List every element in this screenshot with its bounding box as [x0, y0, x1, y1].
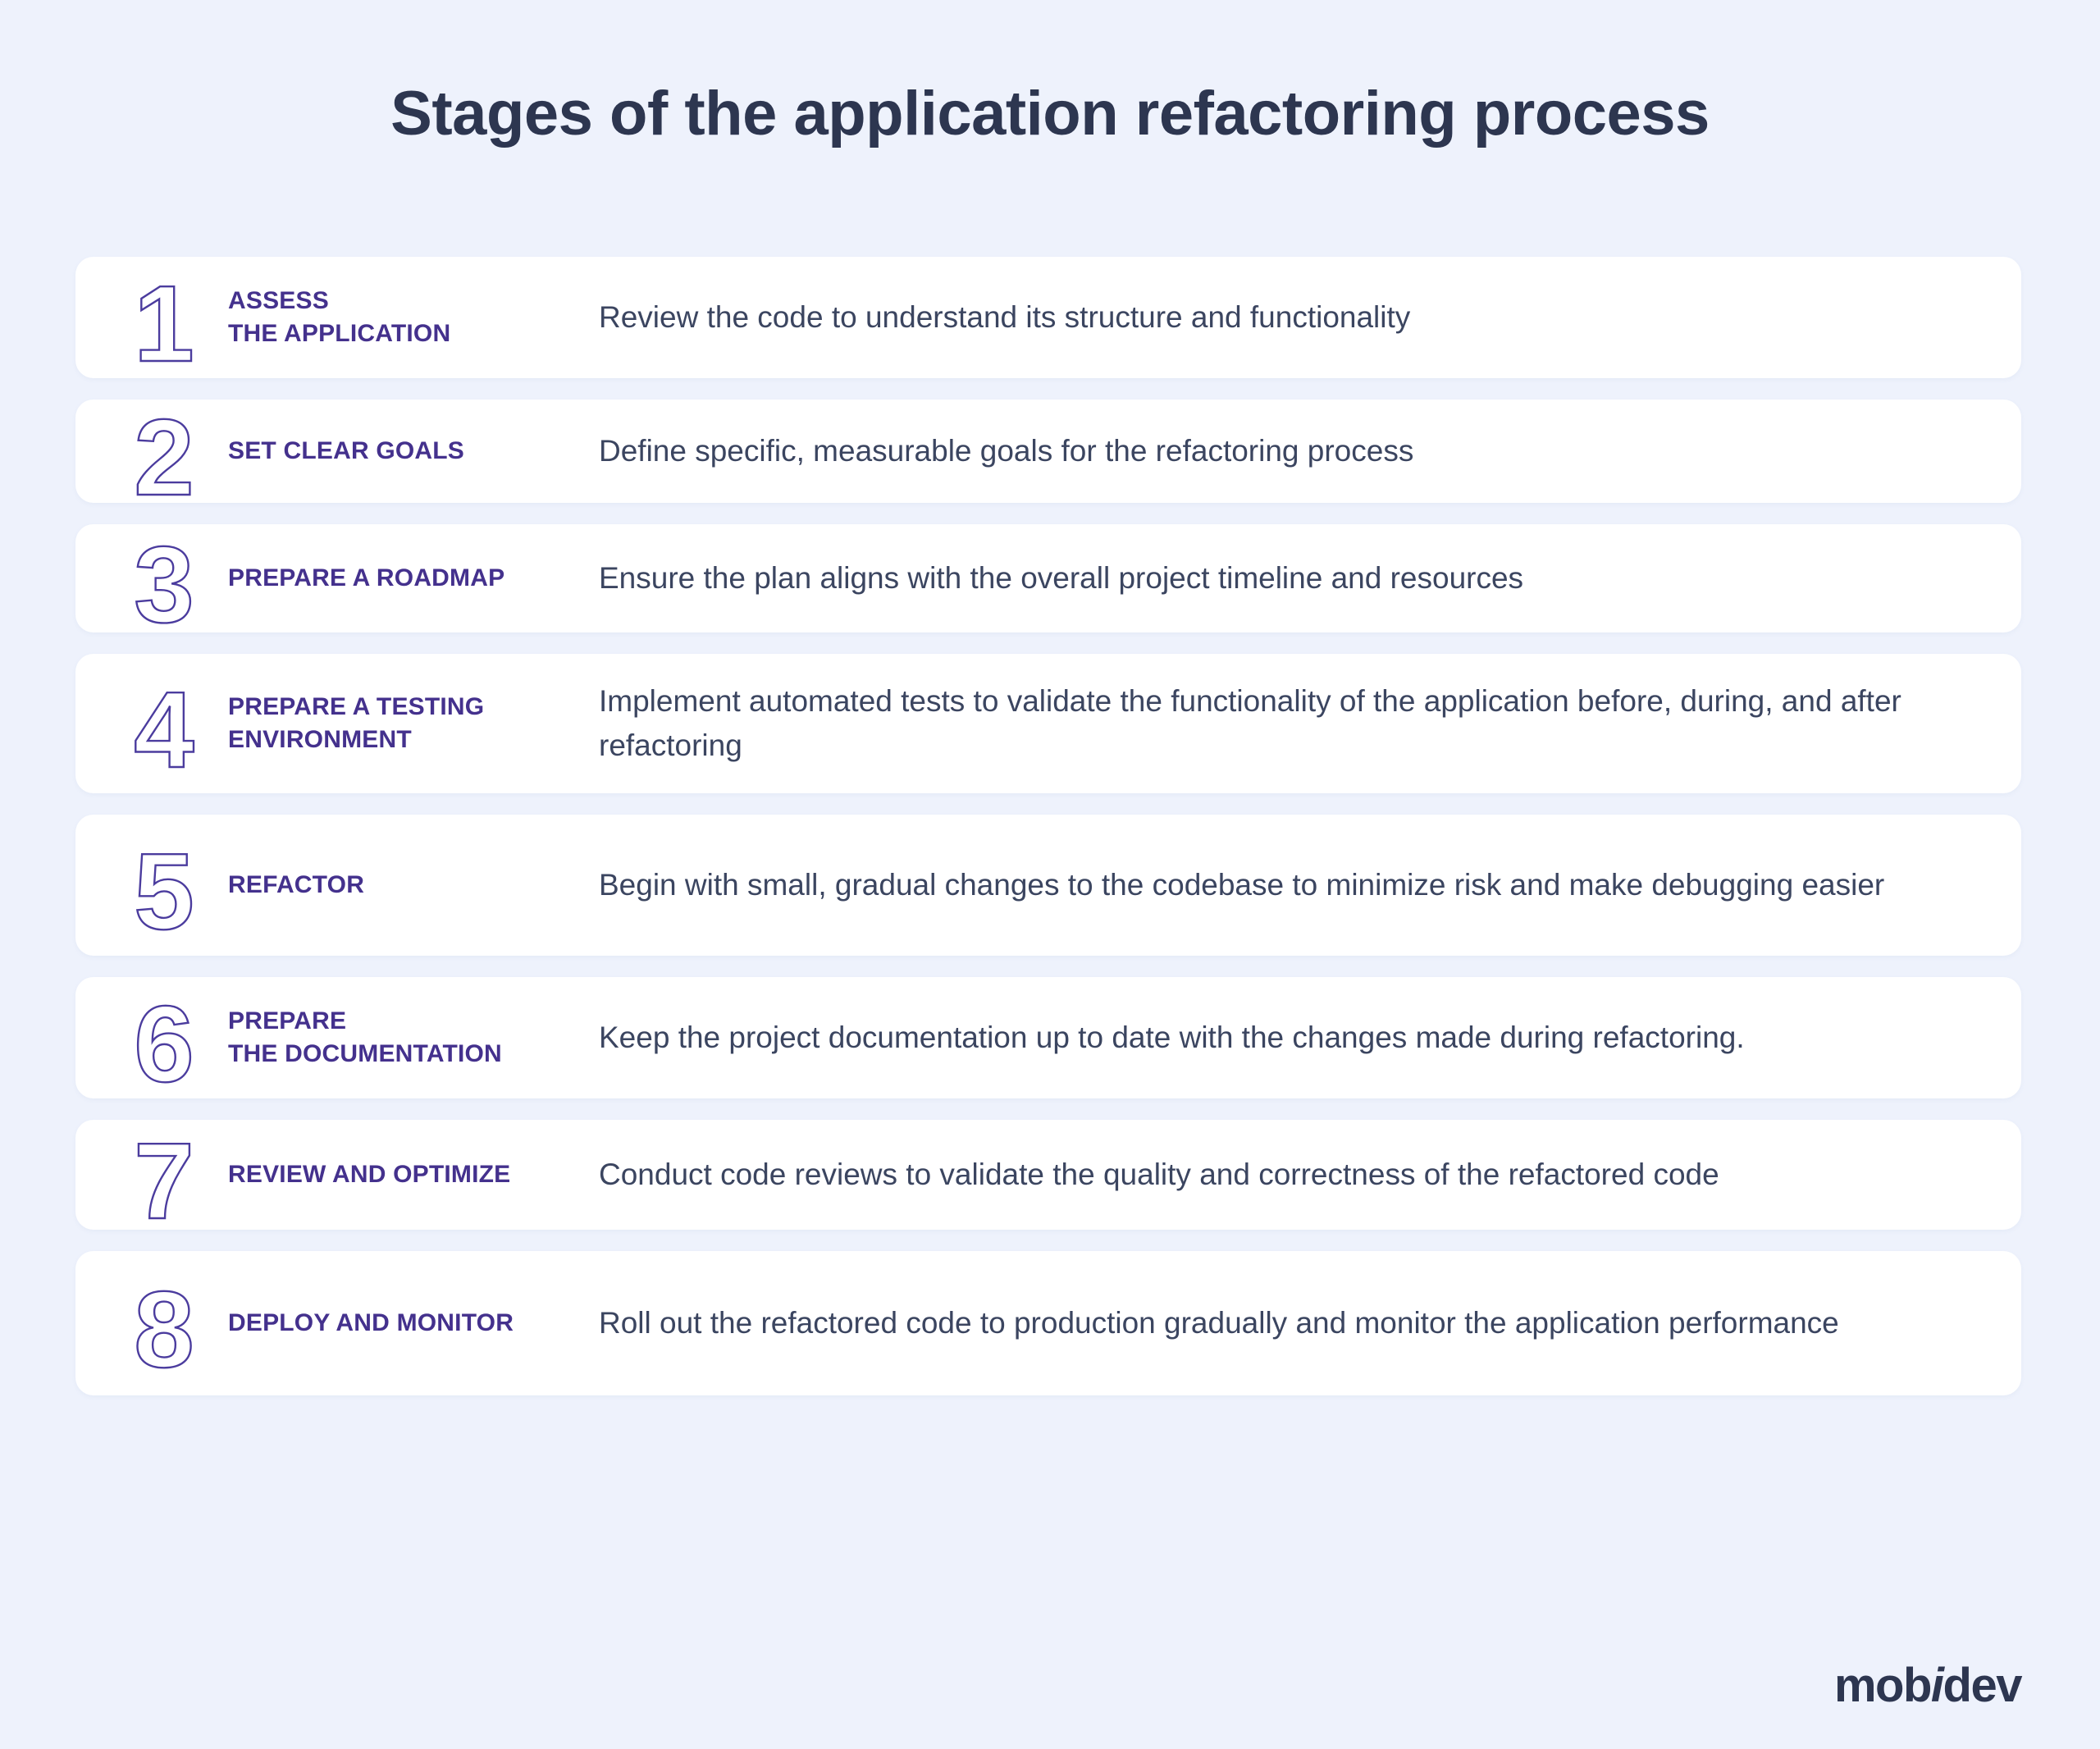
step-description-8: Roll out the refactored code to producti… — [599, 1305, 1839, 1340]
logo-part-1: mob — [1833, 1659, 1932, 1712]
step-card-4: 4 PREPARE A TESTING ENVIRONMENT Implemen… — [75, 654, 2021, 793]
mobidev-logo: mobidev — [1833, 1659, 2023, 1712]
step-label-1: ASSESS THE APPLICATION — [213, 285, 599, 350]
step-description-7: Conduct code reviews to validate the qua… — [599, 1157, 1719, 1191]
step-card-8: 8 DEPLOY AND MONITOR Roll out the refact… — [75, 1251, 2021, 1395]
step-number-6: 6 — [115, 983, 213, 1105]
step-number-glyph: 2 — [134, 397, 194, 518]
step-label-8: DEPLOY AND MONITOR — [213, 1307, 599, 1340]
step-number-glyph: 1 — [134, 263, 194, 384]
step-description-1: Review the code to understand its struct… — [599, 299, 1411, 334]
step-card-1: 1 ASSESS THE APPLICATION Review the code… — [75, 257, 2021, 385]
step-description-2: Define specific, measurable goals for th… — [599, 433, 1414, 468]
step-label-line-2: THE DOCUMENTATION — [228, 1040, 502, 1067]
step-label-line-1: PREPARE — [228, 1007, 347, 1035]
step-description-4: Implement automated tests to validate th… — [599, 683, 1901, 762]
page-title: Stages of the application refactoring pr… — [390, 79, 1710, 148]
step-card-6: 6 PREPARE THE DOCUMENTATION Keep the pro… — [75, 977, 2021, 1105]
step-label-5: REFACTOR — [213, 869, 599, 902]
step-description-3: Ensure the plan aligns with the overall … — [599, 560, 1524, 595]
step-label-line-1: REVIEW AND OPTIMIZE — [228, 1161, 511, 1189]
step-label-3: PREPARE A ROADMAP — [213, 562, 599, 595]
step-number-glyph: 7 — [134, 1121, 194, 1241]
logo-part-2: dev — [1942, 1659, 2023, 1712]
step-number-glyph: 4 — [134, 669, 194, 790]
step-label-2: SET CLEAR GOALS — [213, 435, 599, 468]
step-card-2: 2 SET CLEAR GOALS Define specific, measu… — [75, 396, 2021, 518]
step-card-7: 7 REVIEW AND OPTIMIZE Conduct code revie… — [75, 1120, 2021, 1242]
step-label-line-1: ASSESS — [228, 287, 329, 315]
step-number-5: 5 — [115, 830, 213, 952]
step-number-8: 8 — [115, 1268, 213, 1391]
step-number-3: 3 — [115, 523, 213, 646]
step-label-line-2: ENVIRONMENT — [228, 726, 412, 753]
step-number-glyph: 5 — [134, 831, 194, 952]
step-card-5: 5 REFACTOR Begin with small, gradual cha… — [75, 815, 2021, 956]
step-number-7: 7 — [115, 1120, 213, 1242]
step-number-2: 2 — [115, 396, 213, 518]
step-label-line-1: DEPLOY AND MONITOR — [228, 1309, 514, 1337]
step-number-4: 4 — [115, 669, 213, 791]
step-label-line-1: PREPARE A TESTING — [228, 693, 485, 721]
step-label-line-1: PREPARE A ROADMAP — [228, 564, 505, 592]
step-label-line-1: REFACTOR — [228, 871, 365, 899]
step-label-6: PREPARE THE DOCUMENTATION — [213, 1005, 599, 1071]
step-number-glyph: 8 — [134, 1269, 194, 1390]
step-card-3: 3 PREPARE A ROADMAP Ensure the plan alig… — [75, 523, 2021, 646]
step-label-line-1: SET CLEAR GOALS — [228, 437, 465, 465]
step-description-6: Keep the project documentation up to dat… — [599, 1020, 1745, 1054]
step-number-glyph: 6 — [134, 984, 194, 1104]
step-number-1: 1 — [115, 263, 213, 385]
steps-list: 1 ASSESS THE APPLICATION Review the code… — [75, 257, 2021, 1417]
step-description-5: Begin with small, gradual changes to the… — [599, 867, 1885, 902]
logo-italic-i: i — [1930, 1659, 1944, 1712]
step-label-line-2: THE APPLICATION — [228, 320, 451, 347]
step-number-glyph: 3 — [134, 524, 194, 645]
step-label-4: PREPARE A TESTING ENVIRONMENT — [213, 691, 599, 756]
step-label-7: REVIEW AND OPTIMIZE — [213, 1158, 599, 1191]
